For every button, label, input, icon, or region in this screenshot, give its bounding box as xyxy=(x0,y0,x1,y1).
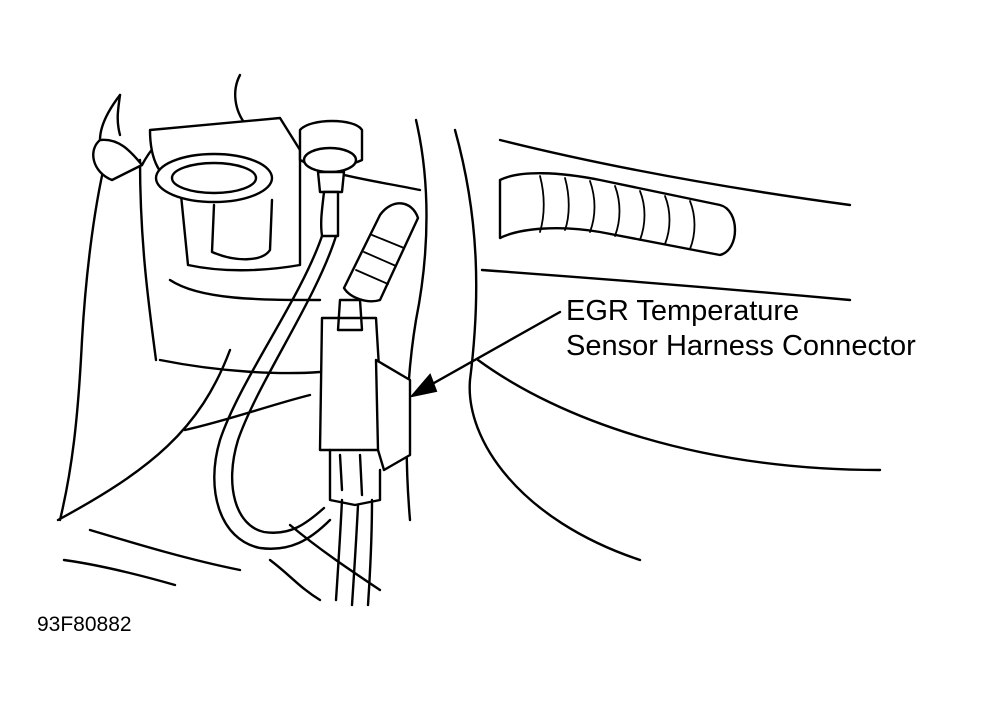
callout-arrow xyxy=(409,310,562,398)
callout-label-line1: EGR Temperature xyxy=(566,295,800,327)
harness-wires xyxy=(334,498,374,607)
sensor-lead-wire xyxy=(213,234,338,550)
figure-id: 93F80882 xyxy=(37,613,132,636)
callout-label-line2: Sensor Harness Connector xyxy=(566,330,916,362)
corrugated-conduit xyxy=(498,172,737,257)
connector-boot xyxy=(342,202,420,303)
temperature-sensor xyxy=(298,119,364,238)
harness-connector xyxy=(318,298,412,507)
round-port-housing xyxy=(148,116,302,272)
engine-structure xyxy=(56,73,882,602)
